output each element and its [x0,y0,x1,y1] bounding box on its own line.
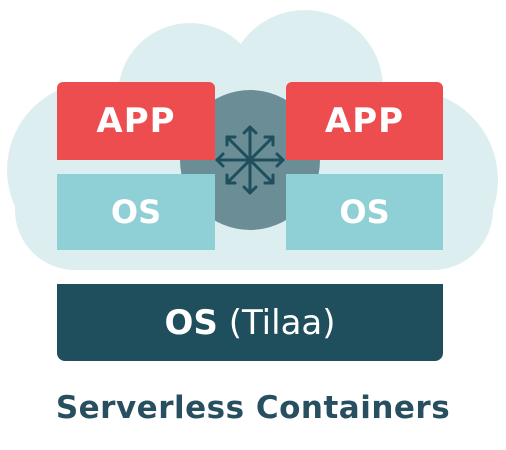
host-provider-label: (Tilaa) [228,302,336,343]
host-os-layer: OS (Tilaa) [57,284,443,361]
container-left-app: APP [57,82,215,160]
container-right-app: APP [286,82,443,160]
container-left-os: OS [57,174,215,250]
network-arrows-icon [215,125,285,195]
container-right-os: OS [286,174,443,250]
diagram-caption: Serverless Containers [55,390,451,426]
host-os-label: OS [164,302,218,343]
